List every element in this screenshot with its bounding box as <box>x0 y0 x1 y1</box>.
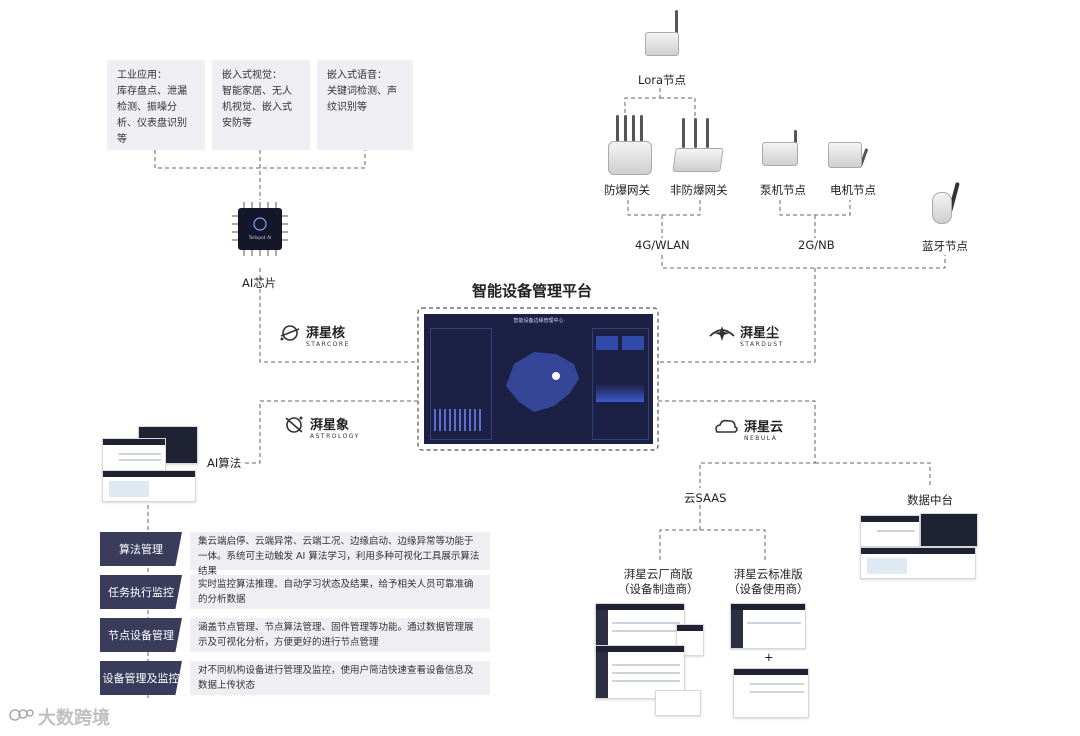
nebula-en: NEBULA <box>744 435 778 442</box>
bluetooth-node-label: 蓝牙节点 <box>922 239 968 253</box>
standard-screenshot-1 <box>730 603 806 649</box>
fb-gateway-label: 防爆网关 <box>604 183 650 197</box>
function-desc-task-monitor: 实时监控算法推理、自动学习状态及结果，给予相关人员可靠准确的分析数据 <box>190 575 490 609</box>
data-platform-screenshot-2 <box>860 515 920 547</box>
function-desc-device-monitor: 对不同机构设备进行管理及监控，使用户简洁快速查看设备信息及数据上传状态 <box>190 661 490 695</box>
card-embedded-voice: 嵌入式语音： 关键词检测、声纹识别等 <box>317 60 413 150</box>
vendor-edition-label: 湃星云厂商版 （设备制造商） <box>618 567 699 596</box>
card-industrial: 工业应用： 库存盘点、泄漏检测、振噪分析、仪表盘识别等 <box>107 60 205 150</box>
ai-algorithm-screenshot-2 <box>102 438 166 474</box>
watermark-text: 大数跨境 <box>38 708 110 729</box>
astrology-name: 湃星象 <box>310 418 350 433</box>
ai-chip-label: AI芯片 <box>242 276 277 290</box>
dashboard-title: 智能设备边缘管理中心 <box>513 318 564 324</box>
vendor-screenshot-4 <box>655 690 701 716</box>
lora-node-icon <box>645 10 681 56</box>
stardust-name: 湃星尘 <box>740 326 780 341</box>
china-map-icon <box>506 352 579 412</box>
bluetooth-node-icon <box>932 181 960 226</box>
net-2g-nb-label: 2G/NB <box>798 238 835 252</box>
lora-node-label: Lora节点 <box>638 73 687 87</box>
stardust-en: STARDUST <box>740 341 784 348</box>
pump-node-icon <box>762 130 802 170</box>
nebula-name: 湃星云 <box>744 420 784 435</box>
function-title-task-monitor: 任务执行监控 <box>100 575 182 609</box>
platform-dashboard: 智能设备边缘管理中心 <box>424 314 653 444</box>
data-platform-screenshot-3 <box>860 547 976 579</box>
ai-algorithm-screenshot-3 <box>102 470 196 502</box>
stardust-logo-icon <box>708 322 736 348</box>
standard-edition-label: 湃星云标准版 （设备使用商） <box>728 567 809 596</box>
watermark: 大数跨境 <box>8 704 110 730</box>
nebula-logo-icon <box>712 416 740 442</box>
astrology-logo-icon <box>282 414 306 440</box>
starcore-en: STARCORE <box>306 341 350 348</box>
cloud-saas-label: 云SAAS <box>684 491 727 505</box>
ai-chip-icon: Tellspot AI <box>230 200 290 258</box>
explosion-proof-gateway-icon <box>606 115 652 175</box>
ai-algorithm-label: AI算法 <box>207 456 242 470</box>
function-title-device-monitor: 设备管理及监控 <box>100 661 182 695</box>
non-explosion-proof-gateway-icon <box>672 118 724 174</box>
function-desc-node-device: 涵盖节点管理、节点算法管理、固件管理等功能。通过数据管理展示及可视化分析，方便更… <box>190 618 490 652</box>
card-embedded-vision: 嵌入式视觉： 智能家居、无人机视觉、嵌入式安防等 <box>212 60 310 150</box>
platform-title: 智能设备管理平台 <box>472 282 593 300</box>
vendor-screenshot-1 <box>595 603 685 651</box>
standard-screenshot-2 <box>733 668 809 718</box>
data-platform-label: 数据中台 <box>907 493 953 507</box>
watermark-logo-icon <box>8 705 34 729</box>
motor-node-icon <box>828 136 870 172</box>
function-title-node-device: 节点设备管理 <box>100 618 182 652</box>
pump-node-label: 泵机节点 <box>760 183 806 197</box>
function-title-algorithm: 算法管理 <box>100 532 182 566</box>
nfb-gateway-label: 非防爆网关 <box>670 183 728 197</box>
motor-node-label: 电机节点 <box>830 183 876 197</box>
astrology-en: ASTROLOGY <box>310 433 360 440</box>
net-4g-wlan-label: 4G/WLAN <box>635 238 690 252</box>
starcore-name: 湃星核 <box>306 326 346 341</box>
chip-mark: Tellspot AI <box>248 236 272 241</box>
data-platform-screenshot-1 <box>920 513 978 547</box>
starcore-logo-icon <box>278 322 302 348</box>
plus-sign: + <box>764 650 774 664</box>
function-desc-algorithm: 集云端启停、云端异常、云端工况、边缘启动、边缘异常等功能于一体。系统可主动触发 … <box>190 532 490 577</box>
